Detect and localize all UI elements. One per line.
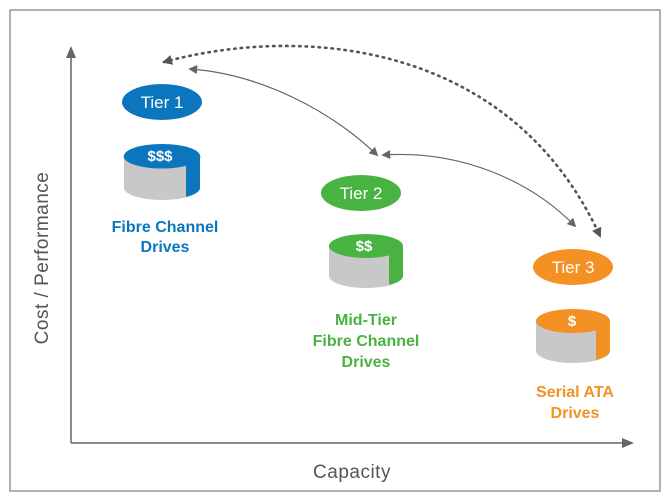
tier-3-pill [533,249,613,285]
axes: Capacity Cost / Performance [32,46,634,483]
tier-1-drive-line-1: Fibre Channel [112,219,219,236]
tier-1-label: Tier 1 [141,93,184,112]
tier-2-cost: $$ [356,238,373,255]
tier-1-pill [122,84,202,120]
tier-3-drive-line-1: Serial ATA [536,384,614,401]
arrow-tier1-tier3-dotted [162,44,602,238]
tier-2-drive-line-3: Drives [342,354,391,371]
tier-2-label: Tier 2 [340,184,383,203]
tier-3-drive-icon [536,309,610,363]
tier-2-pill [321,175,401,211]
tier-1-drive-icon [123,144,201,200]
tier-1-drive-line-2: Drives [141,239,190,256]
tier-2-drive-line-2: Fibre Channel [313,333,420,350]
tier-3-group: Tier 3 $ Serial ATA Drives [533,249,614,422]
y-axis-label: Cost / Performance [32,172,53,345]
tier-1-group: Tier 1 $$$ Fibre Channel Drives [112,84,219,256]
arrow-tier1-tier2 [188,65,379,157]
tier-3-cost: $ [568,313,577,330]
tier-3-label: Tier 3 [552,258,595,277]
tier-2-drive-icon [329,234,403,288]
tier-relationship-arrows [162,44,602,238]
y-axis-arrowhead [66,46,76,58]
x-axis-arrowhead [622,438,634,448]
tier-1-cost: $$$ [147,148,173,165]
tier-2-group: Tier 2 $$ Mid-Tier Fibre Channel Drives [313,175,420,371]
arrow-tier2-tier3 [381,150,577,228]
x-axis-label: Capacity [313,462,391,483]
tier-2-drive-line-1: Mid-Tier [335,312,397,329]
diagram-frame [9,9,661,492]
tier-3-drive-line-2: Drives [551,405,600,422]
